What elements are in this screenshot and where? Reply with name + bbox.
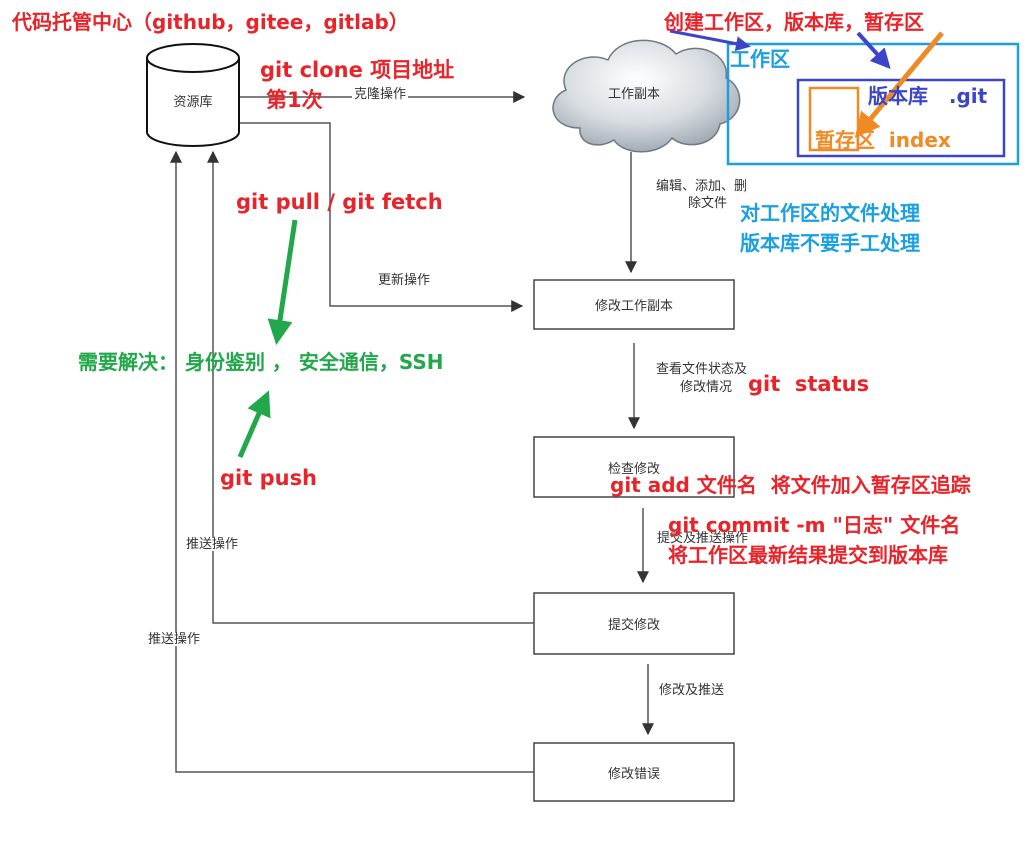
git-add-note: git add 文件名 将文件加入暂存区追踪 bbox=[610, 473, 971, 497]
update-edge-label: 更新操作 bbox=[378, 273, 431, 288]
clone-edge-label: 克隆操作 bbox=[352, 87, 409, 102]
ssh-requirement-note: 需要解决： 身份鉴别 ， 安全通信，SSH bbox=[78, 350, 444, 374]
modify-push-edge-label: 修改及推送 bbox=[659, 683, 725, 698]
status-edge-label-line1: 查看文件状态及 bbox=[656, 362, 748, 377]
git-pull-fetch-note: git pull / git fetch bbox=[236, 190, 443, 214]
workspace-frame bbox=[726, 42, 1020, 166]
commit-push-edge-label: 提交及推送操作 bbox=[657, 531, 749, 546]
status-edge-label-line2: 修改情况 bbox=[680, 380, 733, 395]
create-index-arrow bbox=[854, 31, 944, 138]
push-edge-label-1: 推送操作 bbox=[184, 537, 241, 552]
edit-edge-label-line1: 编辑、添加、删 bbox=[656, 179, 748, 194]
commit-modification-label: 提交修改 bbox=[607, 618, 660, 633]
repository-git-label: 版本库 .git bbox=[868, 84, 988, 108]
repository-label: 资源库 bbox=[173, 94, 213, 110]
workspace-note-line1: 对工作区的文件处理 bbox=[740, 201, 920, 225]
git-commit-note: git commit -m "日志" 文件名 bbox=[668, 513, 961, 537]
commit-explanation-note: 将工作区最新结果提交到版本库 bbox=[668, 543, 948, 567]
working-copy-cloud bbox=[552, 39, 741, 153]
check-modification-label: 检查修改 bbox=[607, 461, 660, 477]
git-status-note: git status bbox=[748, 372, 870, 396]
push-from-error-arrow bbox=[170, 150, 534, 773]
push-edge-label-2: 推送操作 bbox=[146, 632, 203, 647]
repository-cylinder bbox=[146, 43, 240, 147]
git-push-note: git push bbox=[220, 466, 318, 490]
workspace-note-line2: 版本库不要手工处理 bbox=[740, 231, 920, 255]
git-clone-note: git clone 项目地址 bbox=[260, 58, 455, 82]
pull-annotation-arrow bbox=[267, 219, 298, 345]
workspace-label: 工作区 bbox=[730, 47, 790, 71]
index-label: 暂存区 index bbox=[815, 128, 951, 152]
working-copy-label: 工作副本 bbox=[607, 86, 660, 102]
modify-working-copy-box bbox=[533, 279, 735, 330]
push-from-commit-arrow bbox=[207, 150, 534, 624]
check-modification-box bbox=[533, 436, 735, 498]
fix-error-label: 修改错误 bbox=[607, 766, 660, 782]
update-arrow bbox=[240, 122, 524, 312]
create-repository-arrow bbox=[856, 31, 891, 69]
push-annotation-arrow bbox=[237, 390, 271, 458]
edit-edge-label-line2: 除文件 bbox=[688, 196, 728, 211]
create-workspace-arrow bbox=[669, 29, 751, 52]
modify-working-copy-label: 修改工作副本 bbox=[594, 299, 673, 314]
create-areas-note: 创建工作区，版本库，暂存区 bbox=[664, 10, 924, 34]
first-time-note: 第1次 bbox=[266, 88, 323, 112]
hosting-center-note: 代码托管中心（github，gitee，gitlab） bbox=[12, 10, 409, 34]
